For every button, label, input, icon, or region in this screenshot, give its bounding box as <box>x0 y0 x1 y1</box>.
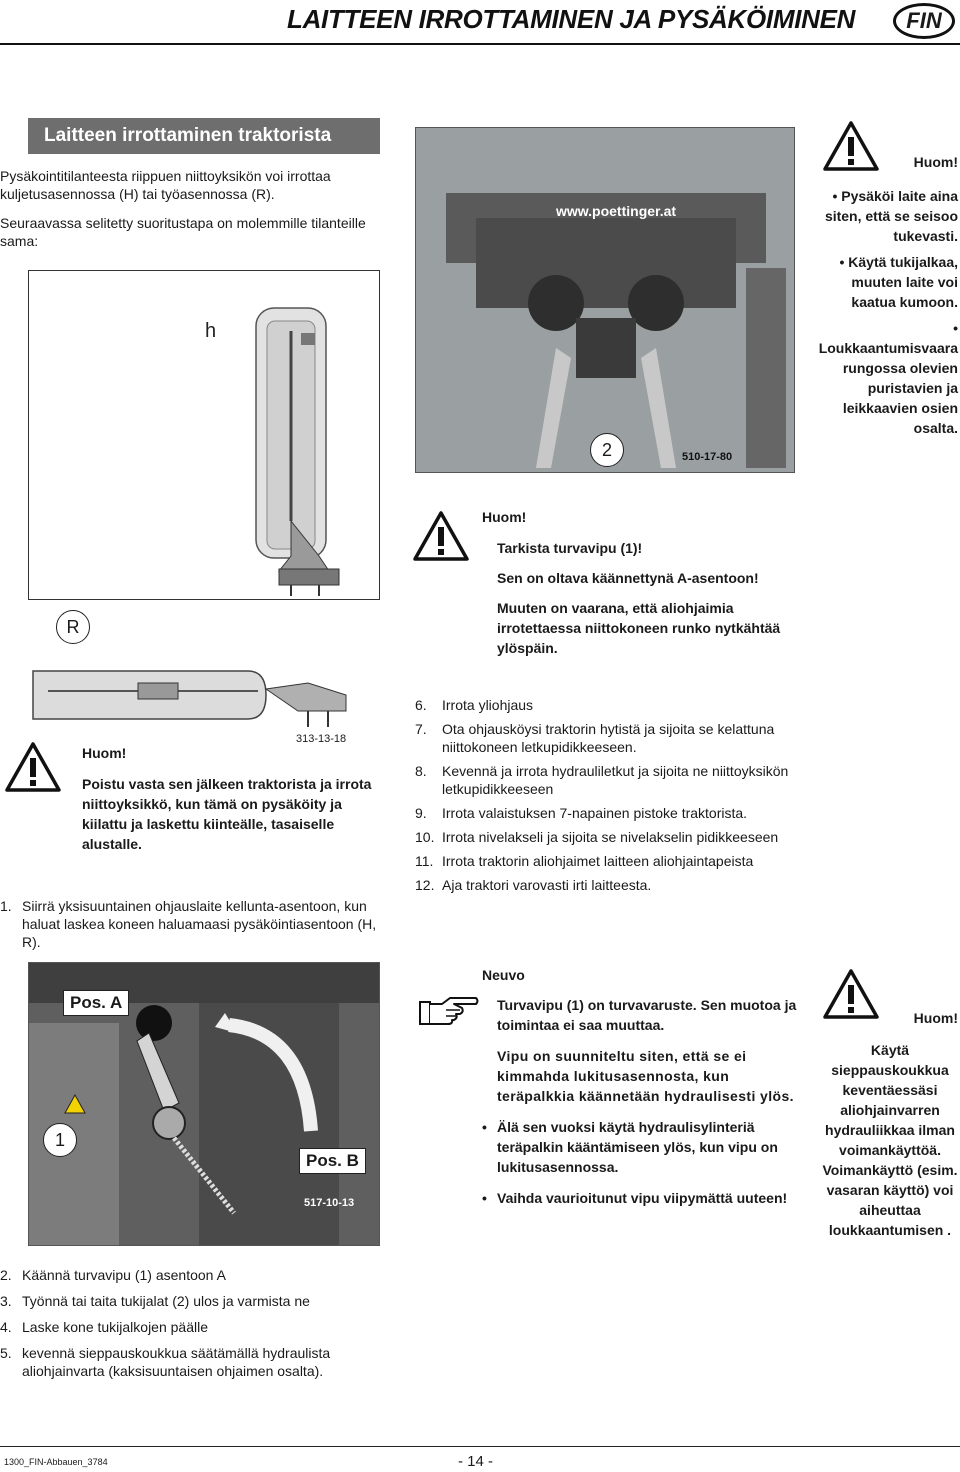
figure-working-position: 313-13-18 <box>28 655 380 745</box>
warning-triangle-icon <box>823 121 879 171</box>
support-legs-illustration <box>416 128 794 472</box>
advice-paragraph-1: Turvavipu (1) on turvavaruste. Sen muoto… <box>497 997 797 1033</box>
warning-triangle-icon <box>413 511 469 561</box>
step-item: 5. kevennä sieppauskoukkua säätämällä hy… <box>0 1345 331 1379</box>
footer-doc-code: 1300_FIN-Abbauen_3784 <box>4 1457 108 1467</box>
photo-website: www.poettinger.at <box>556 203 677 219</box>
advice-bullet: • Vaihda vaurioitunut vipu viipymättä uu… <box>482 1190 788 1206</box>
advice-bullet: • Älä sen vuoksi käytä hydraulisylinteri… <box>482 1119 778 1175</box>
warning-triangle-icon <box>823 969 879 1019</box>
warning-right-item: • Käytä tukijalkaa, muuten laite voi kaa… <box>839 254 958 310</box>
warning-center-line-2: Sen on oltava käännettynä A-asentoon! <box>497 570 759 586</box>
step-item: 11. Irrota traktorin aliohjaimet laittee… <box>415 853 754 869</box>
figure-transport-position <box>28 270 380 600</box>
pos-a-label: Pos. A <box>63 990 130 1016</box>
step-item: 2. Käännä turvavipu (1) asentoon A <box>0 1267 226 1283</box>
warning-center-title: Huom! <box>482 509 527 525</box>
step-item: 6. Irrota yliohjaus <box>415 697 534 713</box>
pos-b-label: Pos. B <box>299 1148 366 1174</box>
warning-left-text: Poistu vasta sen jälkeen traktorista ja … <box>82 776 372 852</box>
language-badge: FIN <box>893 3 955 39</box>
mower-working-drawing <box>32 670 347 727</box>
warning-right-list: • Pysäköi laite aina siten, että se seis… <box>812 186 958 438</box>
figure-code-top: 313-13-18 <box>296 733 347 745</box>
intro-paragraph-2: Seuraavassa selitetty suoritustapa on mo… <box>0 215 366 249</box>
warning-bottom-right-title: Huom! <box>913 1010 958 1026</box>
intro-paragraph-1: Pysäkointitilanteesta riippuen niittoyks… <box>0 168 331 202</box>
step-item: 9. Irrota valaistuksen 7-napainen pistok… <box>415 805 748 821</box>
step-item: 1. Siirrä yksisuuntainen ohjauslaite kel… <box>0 898 377 950</box>
steps-left-list: 2. Käännä turvavipu (1) asentoon A 3. Ty… <box>0 1266 382 1380</box>
mower-transport-drawing <box>255 307 340 596</box>
advice-paragraph-2: Vipu on suunniteltu siten, että se ei ki… <box>497 1048 794 1104</box>
page-header-title: LAITTEEN IRROTTAMINEN JA PYSÄKÖIMINEN <box>287 4 856 34</box>
step-item: 4. Laske kone tukijalkojen päälle <box>0 1319 209 1335</box>
page-number: - 14 - <box>458 1453 494 1470</box>
pointing-hand-icon <box>419 997 479 1025</box>
warning-right-item: • Loukkaantumisvaara rungossa olevien pu… <box>818 320 958 436</box>
warning-triangle-icon <box>5 742 61 792</box>
step-item: 8. Kevennä ja irrota hydrauliletkut ja s… <box>415 763 789 797</box>
photo-support-legs: www.poettinger.at 2 510-17-80 <box>415 127 795 473</box>
label-r: R <box>56 610 90 644</box>
section-title: Laitteen irrottaminen traktorista <box>28 118 380 154</box>
advice-title: Neuvo <box>482 967 525 983</box>
footer-rule <box>0 1446 960 1447</box>
photo-safety-lever: Pos. A Pos. B 1 517-10-13 <box>28 962 380 1246</box>
steps-right-list: 6. Irrota yliohjaus 7. Ota ohjausköysi t… <box>415 696 805 894</box>
warning-left-title: Huom! <box>82 745 127 761</box>
step-item: 12. Aja traktori varovasti irti laittees… <box>415 877 652 893</box>
warning-bottom-right-text: Käytä sieppauskoukkua keventäessäsi alio… <box>822 1042 958 1238</box>
label-h: h <box>205 320 217 342</box>
warning-right-title: Huom! <box>913 154 958 170</box>
header-rule <box>0 43 960 45</box>
step-item: 10. Irrota nivelakseli ja sijoita se niv… <box>415 829 779 845</box>
step-item: 3. Työnnä tai taita tukijalat (2) ulos j… <box>0 1293 310 1309</box>
label-2: 2 <box>590 433 624 467</box>
photo-code-bottom: 517-10-13 <box>304 1197 355 1209</box>
label-1: 1 <box>43 1123 77 1157</box>
step-item: 7. Ota ohjausköysi traktorin hytistä ja … <box>415 721 775 755</box>
photo-code-top: 510-17-80 <box>682 451 733 463</box>
warning-center-line-1: Tarkista turvavipu (1)! <box>497 540 643 556</box>
warning-right-item: • Pysäköi laite aina siten, että se seis… <box>824 188 958 244</box>
warning-center-line-3: Muuten on vaarana, että aliohjaimia irro… <box>497 600 781 656</box>
